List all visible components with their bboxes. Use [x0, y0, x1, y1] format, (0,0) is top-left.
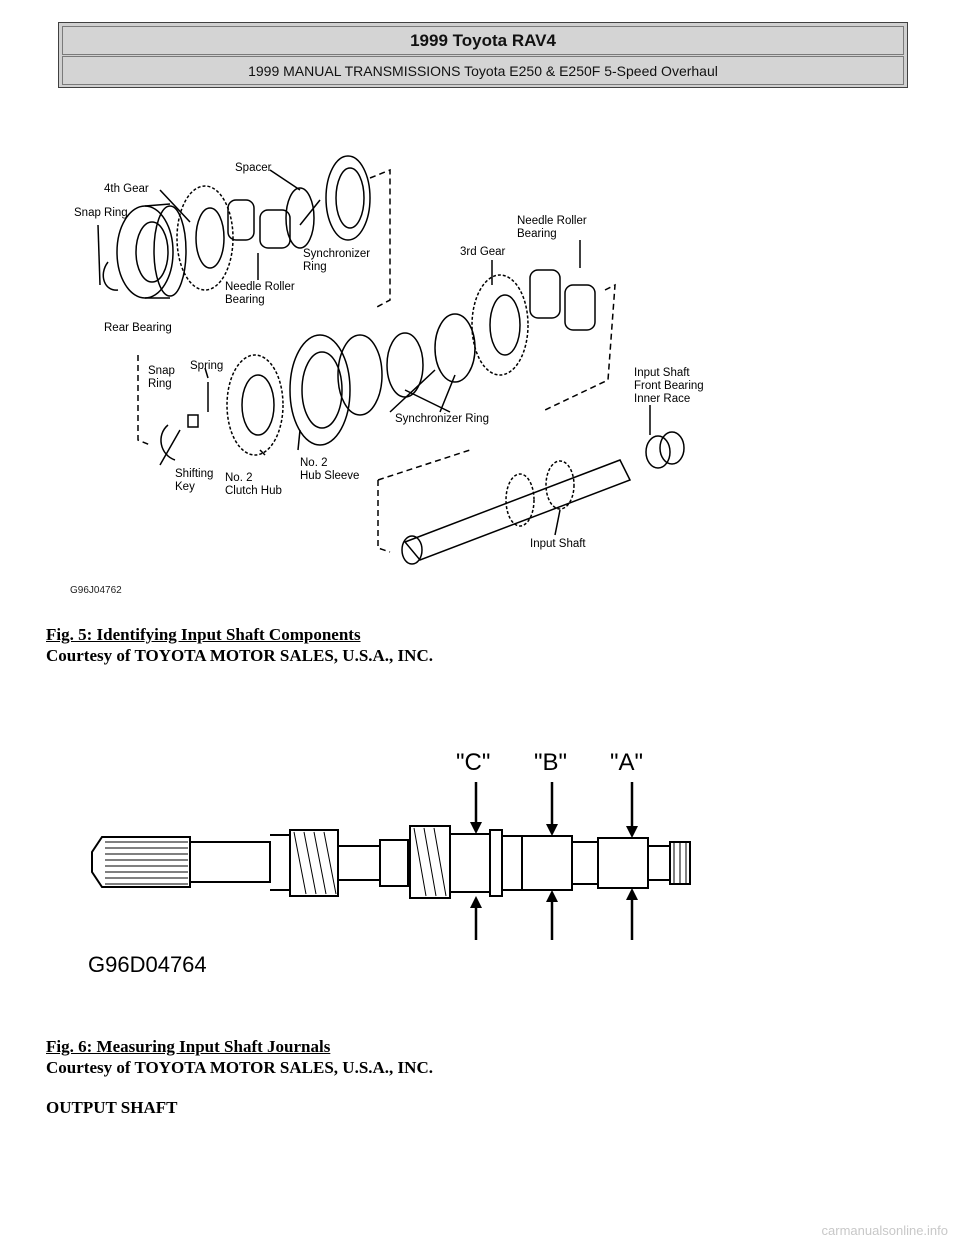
- label-front-race-l3: Inner Race: [634, 393, 690, 405]
- label-snap-ring2-l2: Ring: [148, 378, 172, 390]
- figure6-code: G96D04764: [88, 952, 207, 977]
- label-spacer: Spacer: [235, 162, 272, 174]
- label-clutch-hub-l1: No. 2: [225, 472, 253, 484]
- needle-bearing-2-part: [529, 269, 561, 319]
- snap-ring-2-part: [160, 424, 176, 461]
- front-race-part: [645, 435, 671, 469]
- label-sync-ring-l2: Ring: [303, 261, 327, 273]
- label-spring: Spring: [190, 360, 223, 372]
- label-rear-bearing: Rear Bearing: [104, 322, 172, 334]
- spacer-part: [285, 187, 315, 249]
- needle-bearing-1-part: [227, 199, 255, 241]
- input-shaft-exploded-view: Spacer 4th Gear Snap Ring Synchronizer R…: [70, 155, 704, 596]
- synchronizer-ring-part: [325, 155, 371, 241]
- sync-ring-b2: [386, 332, 424, 398]
- clutch-hub-part: [226, 354, 284, 456]
- label-a: "A": [610, 749, 643, 776]
- shifting-key-part: [187, 414, 199, 428]
- label-c: "C": [456, 749, 490, 776]
- label-sync-ring-l1: Synchronizer: [303, 248, 370, 260]
- label-snap-ring: Snap Ring: [74, 207, 128, 219]
- figure-6-title: Fig. 6: Measuring Input Shaft Journals: [46, 1037, 331, 1056]
- label-fourth-gear: 4th Gear: [104, 183, 149, 195]
- label-b: "B": [534, 749, 567, 776]
- figure-6-diagram: "C" "B" "A" G96D04764: [80, 742, 720, 980]
- third-gear-part: [471, 274, 529, 376]
- label-front-race-l1: Input Shaft: [634, 367, 690, 379]
- section-heading-output-shaft: OUTPUT SHAFT: [46, 1098, 178, 1117]
- header-subtitle: 1999 MANUAL TRANSMISSIONS Toyota E250 & …: [62, 56, 904, 85]
- watermark-footer: carmanualsonline.info: [821, 1223, 948, 1238]
- figure-5-title: Fig. 5: Identifying Input Shaft Componen…: [46, 625, 361, 644]
- hub-sleeve-part: [289, 334, 351, 446]
- figure-6-courtesy: Courtesy of TOYOTA MOTOR SALES, U.S.A., …: [46, 1058, 433, 1077]
- snap-ring-part: [102, 261, 119, 291]
- input-shaft-journal-view: "C" "B" "A" G96D04764: [88, 749, 691, 977]
- journal-c: [449, 833, 491, 893]
- gear-section-2: [379, 839, 409, 887]
- label-third-gear: 3rd Gear: [460, 246, 506, 258]
- sync-ring-b3: [337, 334, 383, 416]
- label-shifting-key-l2: Key: [175, 481, 195, 493]
- journal-b: [521, 835, 573, 891]
- figure-6-caption: Fig. 6: Measuring Input Shaft Journals C…: [46, 1036, 433, 1078]
- figure-5-diagram: Spacer 4th Gear Snap Ring Synchronizer R…: [60, 150, 720, 600]
- spline-end: [91, 836, 191, 888]
- label-needle-2-l1: Needle Roller: [517, 215, 587, 227]
- label-snap-ring2-l1: Snap: [148, 365, 175, 377]
- fourth-gear-part: [176, 185, 234, 291]
- sync-ring-b1: [434, 313, 476, 383]
- label-sync-ring-b: Synchronizer Ring: [395, 413, 489, 425]
- header-title: 1999 Toyota RAV4: [62, 26, 904, 55]
- document-header: 1999 Toyota RAV4 1999 MANUAL TRANSMISSIO…: [58, 22, 908, 88]
- figure5-code: G96J04762: [70, 585, 122, 596]
- label-input-shaft: Input Shaft: [530, 538, 586, 550]
- figure-5-caption: Fig. 5: Identifying Input Shaft Componen…: [46, 624, 433, 666]
- label-needle-1-l2: Bearing: [225, 294, 265, 306]
- rear-bearing-part: [116, 205, 174, 299]
- gear-section-1: [289, 829, 339, 897]
- label-hub-sleeve-l1: No. 2: [300, 457, 328, 469]
- label-front-race-l2: Front Bearing: [634, 380, 704, 392]
- journal-a: [597, 837, 649, 889]
- figure-5-courtesy: Courtesy of TOYOTA MOTOR SALES, U.S.A., …: [46, 646, 433, 665]
- label-clutch-hub-l2: Clutch Hub: [225, 485, 282, 497]
- label-needle-2-l2: Bearing: [517, 228, 557, 240]
- label-shifting-key-l1: Shifting: [175, 468, 213, 480]
- label-hub-sleeve-l2: Hub Sleeve: [300, 470, 359, 482]
- input-shaft-part: [403, 459, 632, 561]
- label-needle-1-l1: Needle Roller: [225, 281, 295, 293]
